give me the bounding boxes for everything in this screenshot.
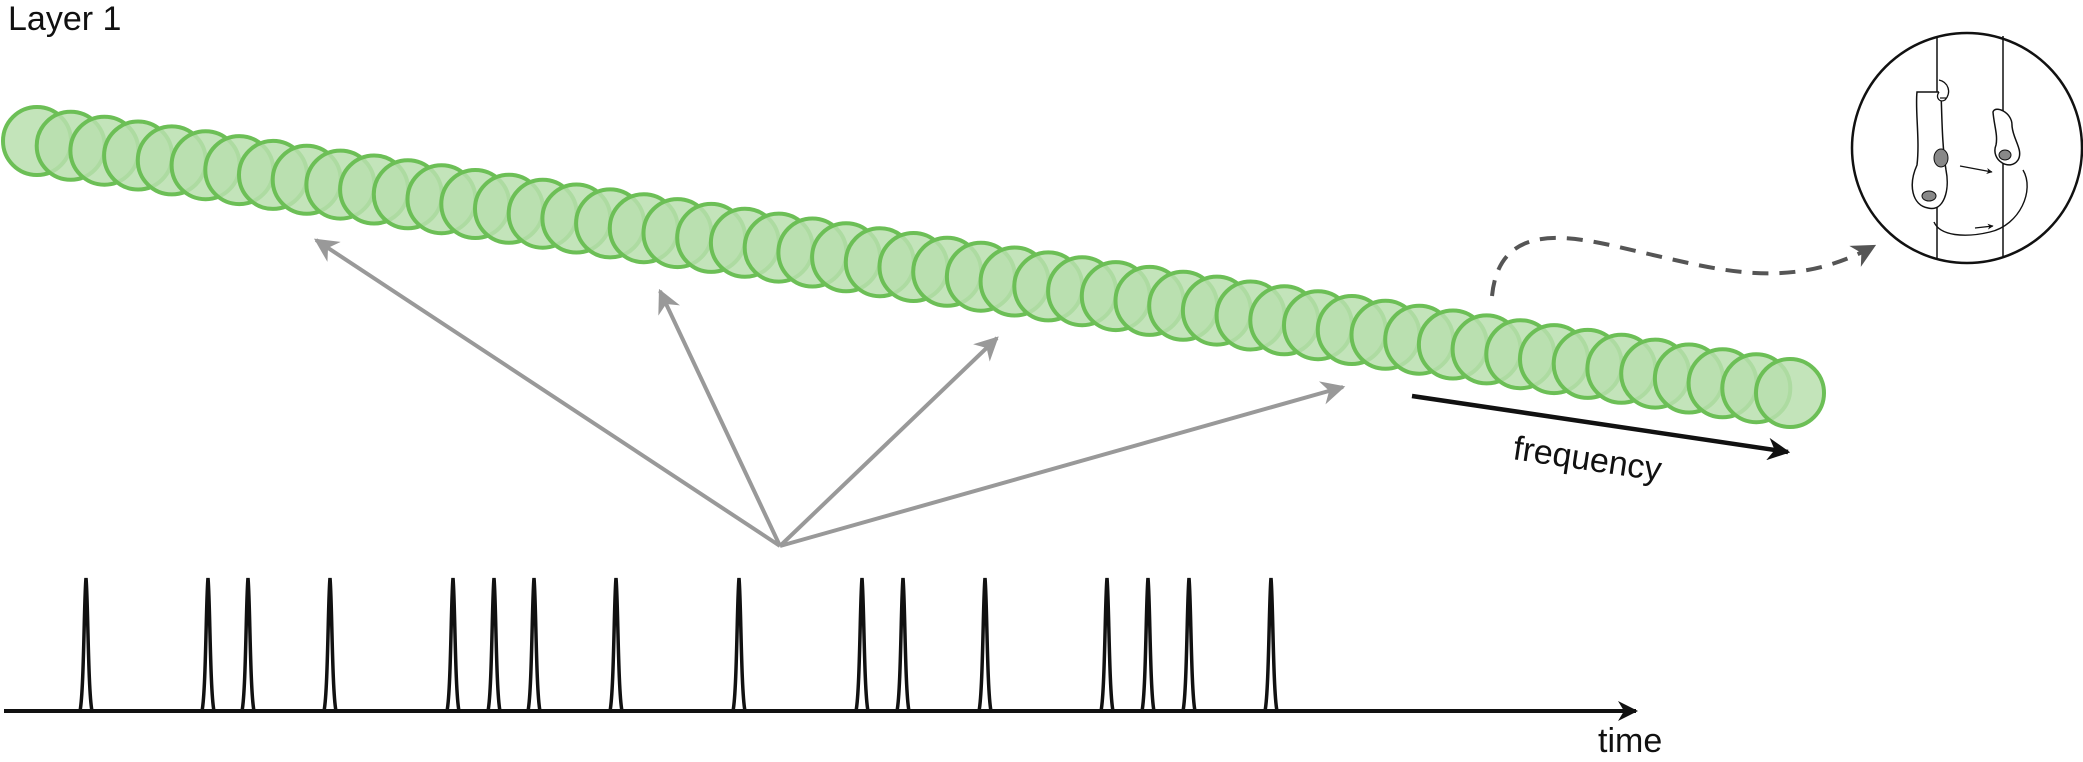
spike [854,577,870,712]
spike [1099,577,1115,712]
frequency-arrow [1411,393,1791,461]
spike [526,577,542,712]
dashed-link-arrow [1490,235,1877,297]
spike [200,577,216,712]
fan-arrow-2 [658,288,782,547]
spike [1181,577,1197,712]
spike [608,577,624,712]
spikes [78,577,1279,712]
spike [1263,577,1279,712]
oscillator-chain [1,105,1826,429]
time-label: time [1598,722,1662,760]
neuron-schematic-icon [1850,31,2083,265]
fan-arrow-4 [779,381,1346,548]
spike [486,577,502,712]
spike [322,577,338,712]
fan-arrow-1 [313,238,782,548]
spike [240,577,256,712]
oscillator-circle [1754,357,1826,429]
layer-title: Layer 1 [8,0,122,38]
spike [977,577,993,712]
fan-out-arrows [313,238,1346,548]
fan-arrow-3 [778,336,999,548]
spike [895,577,911,712]
spike [1140,577,1156,712]
spike-train: time [4,577,1662,760]
frequency-label: frequency [1511,429,1664,489]
spike [78,577,94,712]
spike [445,577,461,712]
spike [731,577,747,712]
